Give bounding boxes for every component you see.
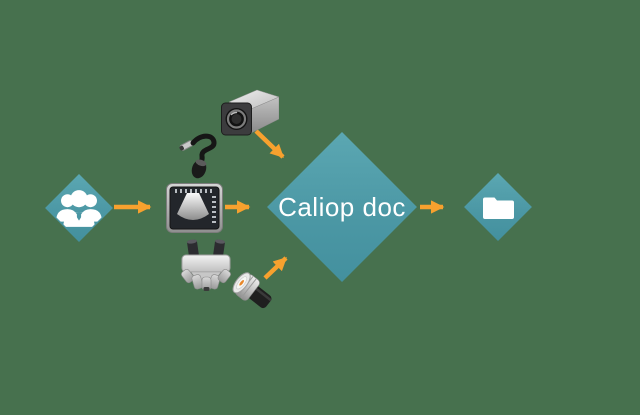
caliop-doc-label: Caliop doc bbox=[278, 192, 406, 222]
people-group-icon bbox=[46, 174, 112, 240]
ultrasound-monitor-icon bbox=[166, 183, 223, 234]
folder-icon bbox=[482, 194, 515, 220]
video-camera-icon bbox=[221, 86, 279, 142]
edge-connector-to-caliop bbox=[263, 256, 288, 280]
microscope-head-icon bbox=[179, 239, 233, 291]
coiled-probe-icon bbox=[178, 131, 226, 179]
edge-camera-to-caliop bbox=[254, 129, 285, 159]
bnc-connector-icon bbox=[227, 267, 273, 313]
